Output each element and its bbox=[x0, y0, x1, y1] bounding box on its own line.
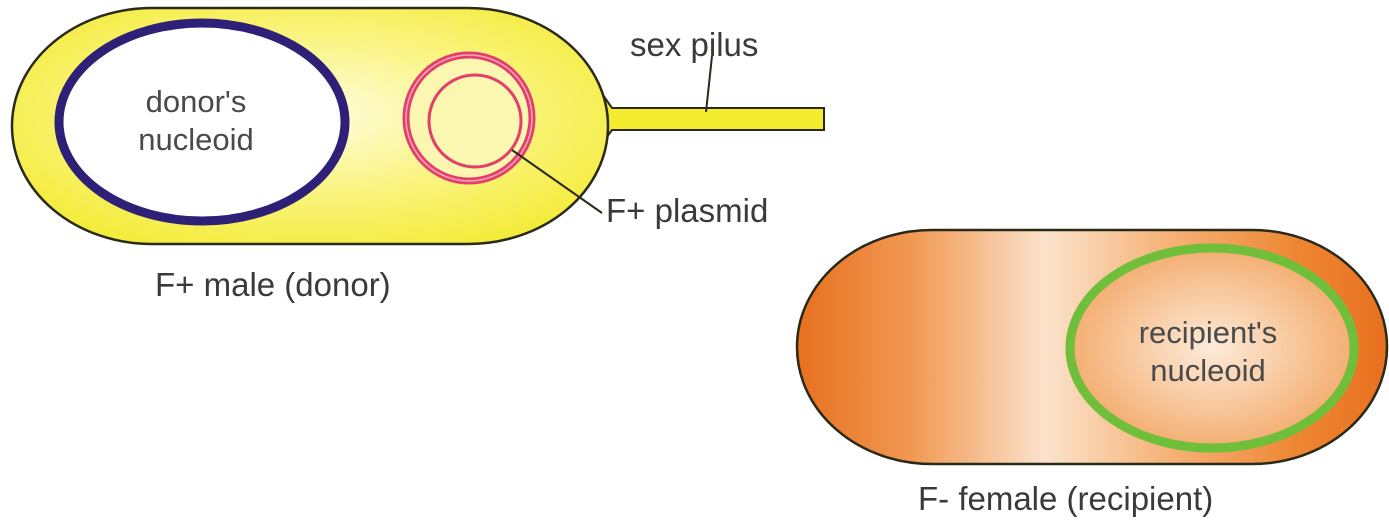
f-plus-plasmid-label: F+ plasmid bbox=[606, 192, 768, 229]
sex-pilus bbox=[596, 85, 824, 152]
recipient-nucleoid-label-line2: nucleoid bbox=[1150, 353, 1265, 388]
f-plus-male-caption: F+ male (donor) bbox=[155, 266, 391, 303]
donor-nucleoid-label-line1: donor's bbox=[146, 84, 247, 119]
f-plus-plasmid bbox=[406, 55, 532, 181]
donor-nucleoid-label-line2: nucleoid bbox=[138, 122, 253, 157]
f-minus-female-caption: F- female (recipient) bbox=[918, 480, 1213, 517]
donor-cell bbox=[12, 8, 608, 244]
recipient-nucleoid-label-line1: recipient's bbox=[1139, 315, 1278, 350]
sex-pilus-label: sex pilus bbox=[630, 26, 758, 63]
recipient-cell bbox=[797, 230, 1387, 464]
sex-pilus-leader-line bbox=[706, 56, 712, 112]
